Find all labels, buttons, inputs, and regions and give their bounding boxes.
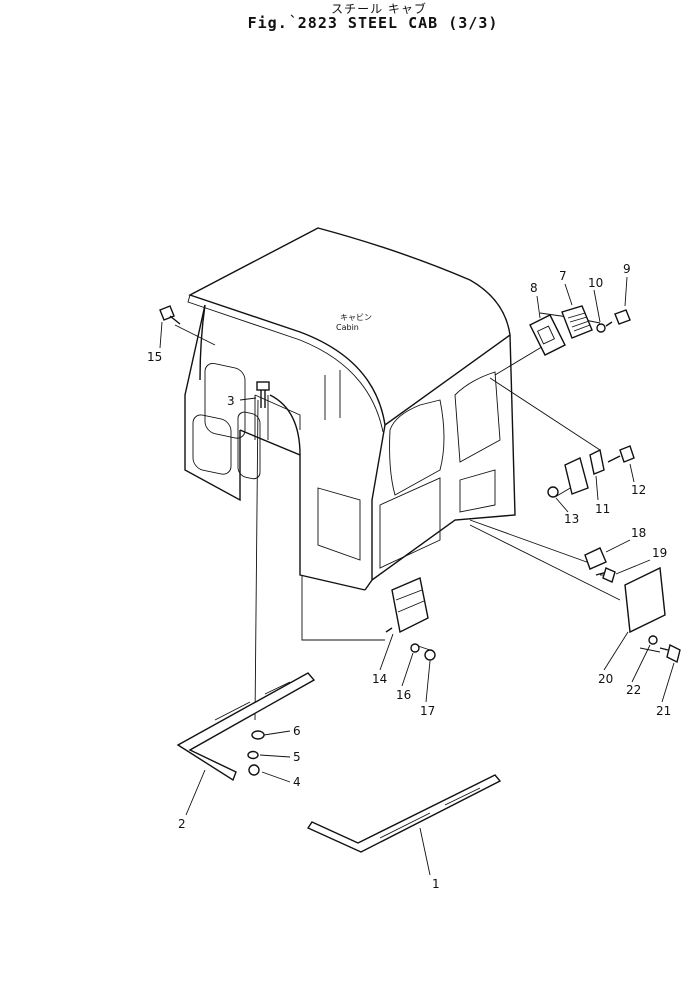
bolt-9 bbox=[605, 309, 631, 327]
bolt-19 bbox=[595, 567, 616, 583]
bolt-3 bbox=[256, 381, 270, 408]
part-label-16: 16 bbox=[396, 688, 411, 702]
label-leaders bbox=[159, 276, 675, 876]
washer-16 bbox=[410, 643, 420, 653]
part-label-14: 14 bbox=[372, 672, 387, 686]
part-label-9: 9 bbox=[623, 262, 631, 276]
washer-6 bbox=[251, 730, 265, 740]
part-label-5: 5 bbox=[293, 750, 301, 764]
part-label-20: 20 bbox=[598, 672, 613, 686]
part-label-17: 17 bbox=[420, 704, 435, 718]
figure-title: Fig. 2823 STEEL CAB (3/3) bbox=[247, 14, 499, 32]
plate-18 bbox=[584, 547, 607, 570]
bracket-2 bbox=[176, 672, 316, 782]
part-label-2: 2 bbox=[178, 817, 186, 831]
part-label-13: 13 bbox=[564, 512, 579, 526]
bolt-12 bbox=[607, 445, 635, 463]
part-label-21: 21 bbox=[656, 704, 671, 718]
part-label-11: 11 bbox=[595, 502, 610, 516]
part-label-6: 6 bbox=[293, 724, 301, 738]
bolt-15 bbox=[159, 305, 181, 325]
nut-17 bbox=[424, 649, 436, 661]
step-14 bbox=[385, 577, 429, 634]
plate-8 bbox=[529, 314, 566, 356]
washer-5 bbox=[247, 750, 259, 760]
bracket-11 bbox=[564, 448, 605, 495]
part-label-12: 12 bbox=[631, 483, 646, 497]
part-label-7: 7 bbox=[559, 269, 567, 283]
part-label-4: 4 bbox=[293, 775, 301, 789]
cab-body: キャビン Cabin bbox=[184, 227, 516, 591]
nut-4 bbox=[248, 764, 260, 776]
subtitle-japanese: スチール キャブ bbox=[331, 2, 427, 16]
part-label-18: 18 bbox=[631, 526, 646, 540]
bolt-21 bbox=[659, 643, 681, 664]
part-label-1: 1 bbox=[432, 877, 440, 891]
grille-7 bbox=[561, 305, 593, 339]
tick-mark: 、 bbox=[290, 6, 303, 20]
part-label-8: 8 bbox=[530, 281, 538, 295]
washer-10 bbox=[596, 323, 606, 333]
part-number-labels: 1 2 3 4 5 6 7 8 9 10 11 12 13 14 15 16 1… bbox=[147, 262, 671, 891]
part-label-15: 15 bbox=[147, 350, 162, 364]
part-label-19: 19 bbox=[652, 546, 667, 560]
nut-13 bbox=[547, 486, 559, 498]
part-label-22: 22 bbox=[626, 683, 641, 697]
cover-20 bbox=[624, 566, 666, 634]
washer-22 bbox=[648, 635, 658, 645]
part-label-10: 10 bbox=[588, 276, 603, 290]
leader-lines bbox=[174, 312, 661, 721]
part-label-3: 3 bbox=[227, 394, 235, 408]
cab-label-jp: キャビン bbox=[340, 313, 372, 322]
bracket-1 bbox=[306, 774, 502, 853]
cab-label-en: Cabin bbox=[336, 323, 359, 332]
